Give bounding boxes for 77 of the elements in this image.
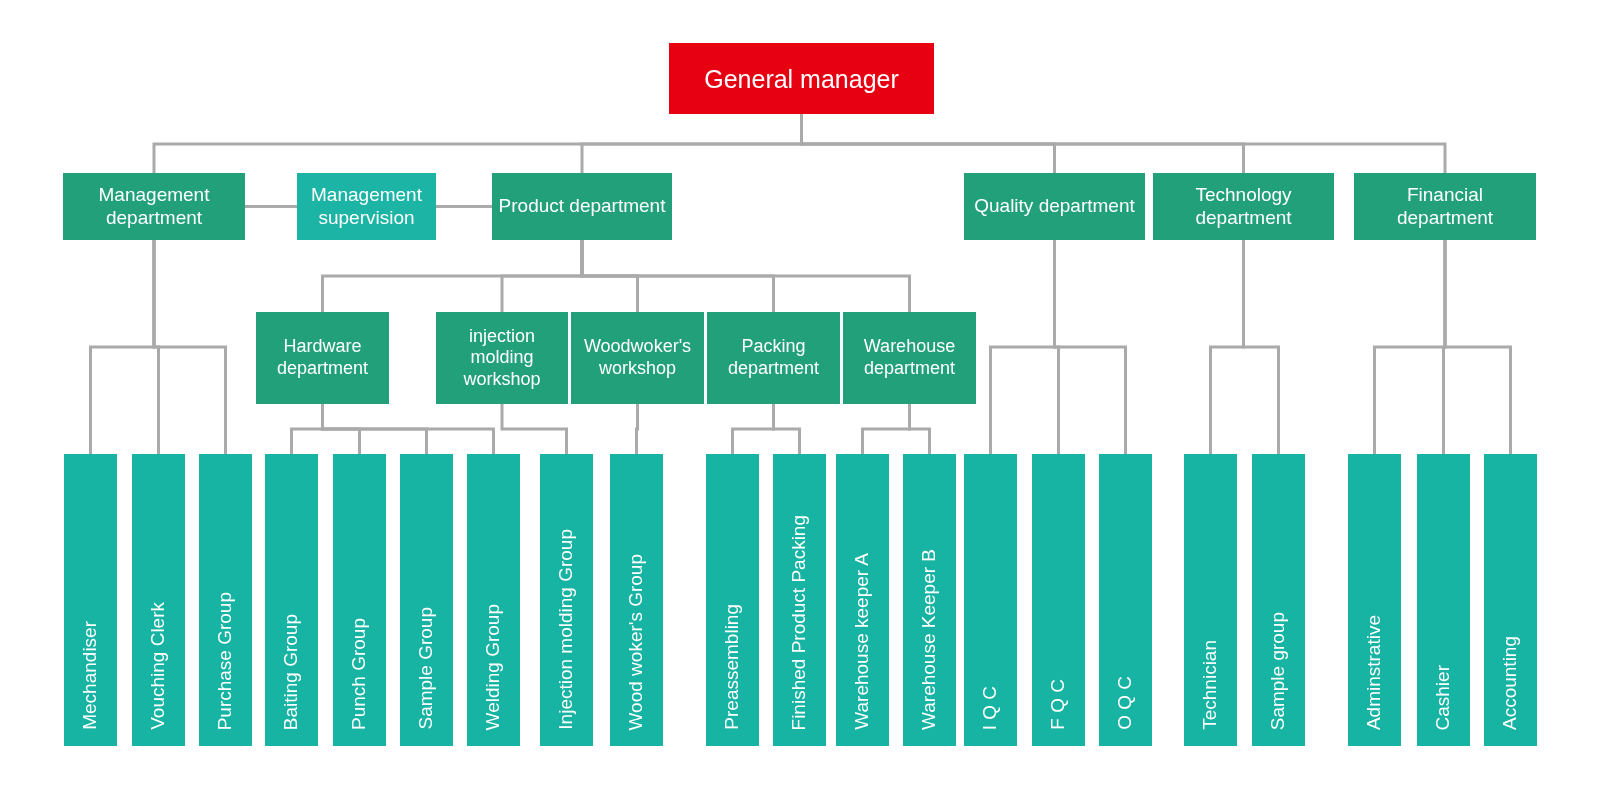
group-box xyxy=(1252,454,1305,746)
connector-line xyxy=(908,404,931,454)
node-label: Warehouse Keeper B xyxy=(918,549,941,730)
department-box xyxy=(1153,173,1334,240)
node-label: Sample Group xyxy=(415,607,438,730)
node-label: Wood woker's Group xyxy=(625,553,648,730)
connector-line xyxy=(772,404,801,454)
group-box xyxy=(132,454,185,746)
department-box xyxy=(1354,173,1536,240)
connector-line xyxy=(500,404,568,454)
group-box xyxy=(265,454,318,746)
group-box xyxy=(836,454,889,746)
node-label: Technology department xyxy=(1194,183,1293,230)
connector-line xyxy=(436,205,492,208)
connector-line xyxy=(1443,240,1512,454)
node-label: Finished Product Packing xyxy=(788,514,811,730)
group-box xyxy=(1032,454,1085,746)
node-label: O Q C xyxy=(1114,676,1137,730)
node-label: Quality department xyxy=(973,195,1136,218)
connector-line xyxy=(1053,240,1127,454)
department-box xyxy=(843,312,976,404)
node-label: Warehouse keeper A xyxy=(851,553,874,730)
node-label: Preassembling xyxy=(721,604,744,730)
node-label: Punch Group xyxy=(348,618,371,730)
node-label: F Q C xyxy=(1047,679,1070,730)
manager-box xyxy=(669,43,934,114)
group-box xyxy=(706,454,759,746)
group-box xyxy=(1417,454,1470,746)
department-box xyxy=(256,312,389,404)
department-box xyxy=(707,312,840,404)
node-label: Cashier xyxy=(1432,664,1455,730)
node-label: Financial department xyxy=(1395,183,1495,230)
group-box xyxy=(1099,454,1152,746)
node-label: Purchase Group xyxy=(214,591,237,730)
group-box xyxy=(333,454,386,746)
department-box xyxy=(63,173,245,240)
supervision-box xyxy=(297,173,436,240)
node-label: Woodwoker's workshop xyxy=(582,336,693,380)
node-label: Accounting xyxy=(1499,636,1522,730)
group-box xyxy=(540,454,593,746)
node-label: I Q C xyxy=(979,685,1002,730)
connector-line xyxy=(1242,240,1280,454)
connector-line xyxy=(321,404,495,454)
department-box xyxy=(436,312,568,404)
connector-line xyxy=(635,404,639,454)
group-box xyxy=(1348,454,1401,746)
node-label: Management supervision xyxy=(310,183,423,230)
group-box xyxy=(467,454,520,746)
department-box xyxy=(964,173,1145,240)
group-box xyxy=(964,454,1017,746)
group-box xyxy=(1484,454,1537,746)
connector-line xyxy=(245,205,297,208)
department-box xyxy=(571,312,704,404)
node-label: Injection molding Group xyxy=(555,529,578,730)
node-label: Welding Group xyxy=(482,603,505,730)
node-label: General manager xyxy=(704,63,899,94)
node-label: Product department xyxy=(497,195,667,218)
node-label: Hardware department xyxy=(275,336,370,380)
node-label: Technician xyxy=(1199,640,1222,730)
group-box xyxy=(199,454,252,746)
node-label: Sample group xyxy=(1267,611,1290,730)
node-label: Warehouse department xyxy=(862,336,957,380)
group-box xyxy=(773,454,826,746)
node-label: injection molding workshop xyxy=(462,325,542,391)
department-box xyxy=(492,173,672,240)
group-box xyxy=(610,454,663,746)
node-label: Mechandiser xyxy=(79,621,102,730)
node-label: Baiting Group xyxy=(280,613,303,730)
group-box xyxy=(400,454,453,746)
node-label: Management department xyxy=(97,183,211,230)
node-label: Packing department xyxy=(726,336,821,380)
node-label: Vouching Clerk xyxy=(147,602,170,730)
node-label: Adminstrative xyxy=(1363,614,1386,730)
group-box xyxy=(1184,454,1237,746)
group-box xyxy=(903,454,956,746)
connector-line xyxy=(152,240,227,454)
group-box xyxy=(64,454,117,746)
